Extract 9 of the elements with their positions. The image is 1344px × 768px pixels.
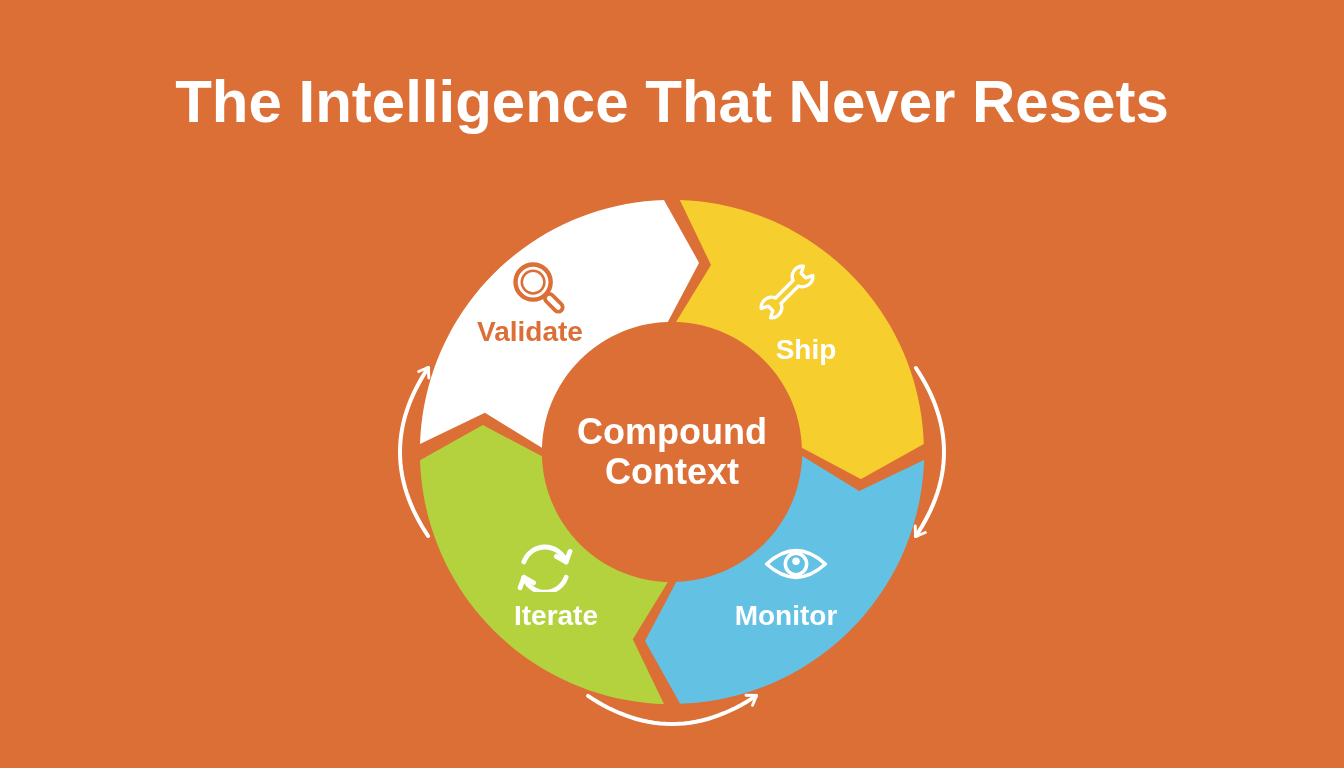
stage-label: Iterate [513,600,598,632]
center-label: Compound Context [572,411,772,493]
stage-label: Monitor [734,600,838,632]
curved-arrow [398,365,431,538]
stage-label: Ship [775,334,837,366]
stage-label: Validate [477,316,583,348]
curved-arrow [913,366,946,539]
curved-arrow [586,693,759,726]
title: The Intelligence That Never Resets [175,68,1169,136]
